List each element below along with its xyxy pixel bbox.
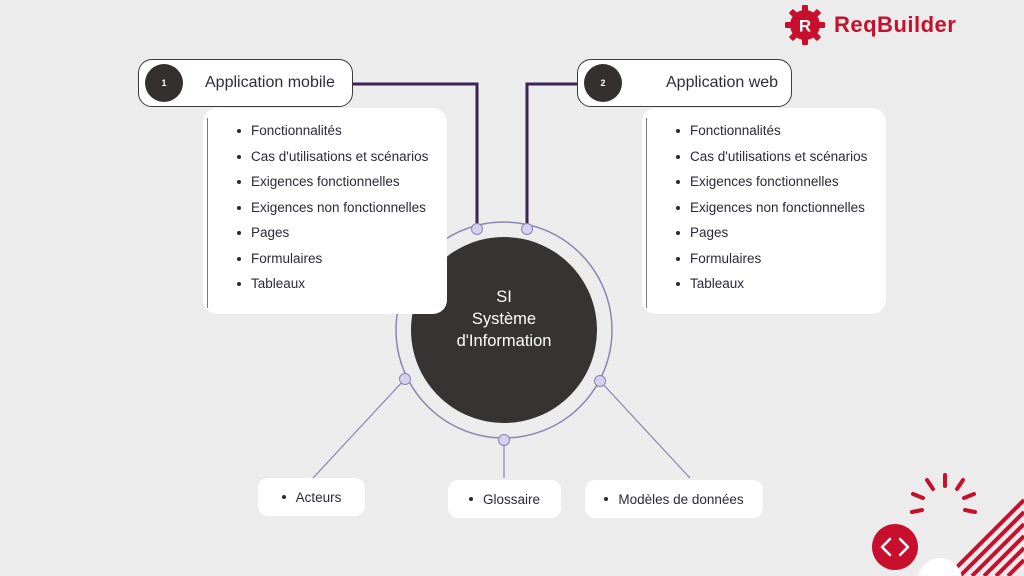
list-item: Exigences non fonctionnelles — [676, 195, 867, 221]
list-item: Formulaires — [676, 246, 867, 272]
header-title: Application web — [666, 74, 779, 91]
connector-web — [525, 82, 578, 229]
list-item: Pages — [676, 220, 867, 246]
header-application-web[interactable]: 2 Application web — [577, 59, 792, 107]
pill-label: Glossaire — [482, 491, 541, 507]
step-number-badge: 2 — [584, 64, 622, 102]
node-actors — [399, 373, 411, 385]
node-web — [521, 223, 533, 235]
list-item: Fonctionnalités — [237, 118, 428, 144]
list-item: Formulaires — [237, 246, 428, 272]
stripes-decoration — [946, 498, 1024, 576]
bullet — [468, 497, 473, 501]
step-number-badge: 1 — [145, 64, 183, 102]
header-application-mobile[interactable]: 1 Application mobile — [138, 59, 353, 107]
list-item: Tableaux — [676, 271, 867, 297]
list-item: Pages — [237, 220, 428, 246]
card-divider — [646, 118, 647, 308]
list-item: Exigences non fonctionnelles — [237, 195, 428, 221]
list-item: Exigences fonctionnelles — [237, 169, 428, 195]
center-line-2: Système — [471, 310, 537, 328]
card-application-mobile: Fonctionnalités Cas d'utilisations et sc… — [203, 108, 447, 314]
bullet — [604, 497, 609, 501]
pill-acteurs[interactable]: Acteurs — [258, 478, 365, 516]
list-item: Tableaux — [237, 271, 428, 297]
pill-glossaire[interactable]: Glossaire — [448, 480, 561, 518]
pill-modeles-de-donnees[interactable]: Modèles de données — [585, 480, 763, 518]
header-title: Application mobile — [205, 74, 335, 91]
brand-logo: R ReqBuilder — [784, 4, 956, 46]
pill-label: Modèles de données — [618, 491, 744, 507]
node-glossary — [498, 434, 510, 446]
pill-label: Acteurs — [295, 489, 342, 505]
white-semicircle-decoration — [918, 558, 962, 576]
list-item: Exigences fonctionnelles — [676, 169, 867, 195]
center-line-1: SI — [496, 288, 512, 306]
card-application-web: Fonctionnalités Cas d'utilisations et sc… — [642, 108, 886, 314]
code-icon — [872, 524, 918, 570]
bullet — [281, 495, 286, 499]
center-line-3: d'Information — [456, 332, 552, 350]
connector-data-models — [599, 380, 691, 479]
feature-list-web: Fonctionnalités Cas d'utilisations et sc… — [676, 118, 867, 297]
feature-list-mobile: Fonctionnalités Cas d'utilisations et sc… — [237, 118, 428, 297]
connector-mobile — [352, 82, 479, 229]
center-disc — [411, 237, 597, 423]
brand-name: ReqBuilder — [834, 12, 957, 37]
center-label: SI Système d'Information — [412, 286, 596, 352]
list-item: Cas d'utilisations et scénarios — [676, 144, 867, 170]
node-data-models — [594, 375, 606, 387]
node-mobile — [471, 223, 483, 235]
sunburst-decoration — [910, 473, 977, 514]
card-divider — [207, 118, 208, 308]
connector-actors — [312, 378, 406, 479]
list-item: Cas d'utilisations et scénarios — [237, 144, 428, 170]
gear-logo-icon: R — [785, 5, 825, 45]
list-item: Fonctionnalités — [676, 118, 867, 144]
logo-mark: R — [799, 17, 811, 36]
